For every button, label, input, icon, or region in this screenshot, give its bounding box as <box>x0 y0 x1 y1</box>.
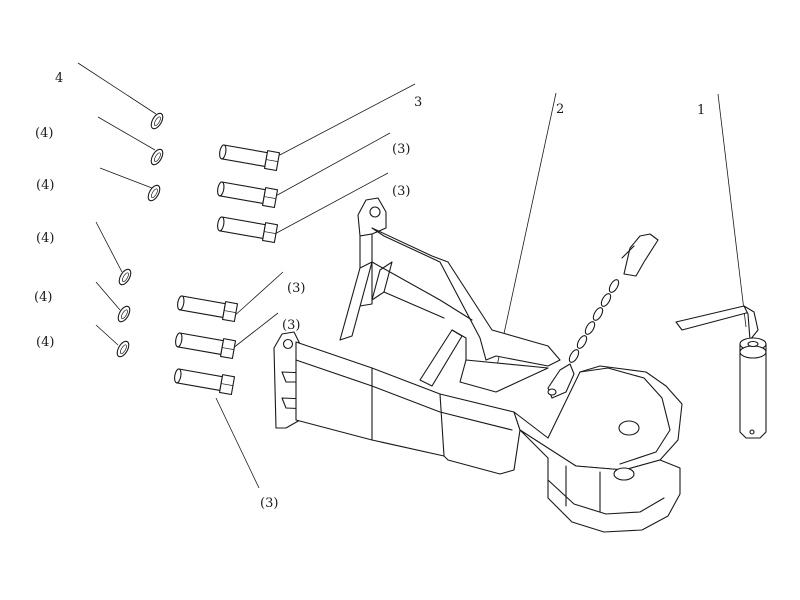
lock-washers <box>116 112 164 358</box>
callout-item-4-ref: (4) <box>36 178 55 193</box>
hex-bolt <box>219 144 281 172</box>
callout-item-3-ref: (3) <box>287 281 306 296</box>
lock-washer <box>150 112 164 130</box>
hex-bolt <box>217 181 279 209</box>
hex-bolt <box>174 368 236 396</box>
callout-item-3-ref: (3) <box>282 318 301 333</box>
lock-washer <box>118 268 132 286</box>
callout-item-4-ref: (4) <box>36 335 55 350</box>
callout-item-3: 3 <box>414 95 423 110</box>
leader-lines <box>77 62 747 489</box>
callout-item-3-ref: (3) <box>260 496 279 511</box>
callout-item-3-ref: (3) <box>392 184 411 199</box>
lock-washer <box>117 305 131 323</box>
callout-item-4-ref: (4) <box>36 231 55 246</box>
callout-item-2: 2 <box>556 102 565 117</box>
hex-bolts <box>174 144 281 396</box>
callout-item-3-ref: (3) <box>392 142 411 157</box>
lock-washer <box>147 184 161 202</box>
callout-item-4: 4 <box>55 71 64 86</box>
callout-item-4-ref: (4) <box>34 290 53 305</box>
hex-bolt <box>177 295 239 323</box>
safety-chain <box>547 233 659 399</box>
hex-bolt <box>175 332 237 360</box>
lock-washer <box>150 148 164 166</box>
callout-item-1: 1 <box>697 103 706 118</box>
tow-hitch-body <box>273 197 683 533</box>
hitch-pin <box>675 305 767 439</box>
lock-washer <box>116 340 130 358</box>
hex-bolt <box>217 216 279 244</box>
callout-item-4-ref: (4) <box>35 126 54 141</box>
